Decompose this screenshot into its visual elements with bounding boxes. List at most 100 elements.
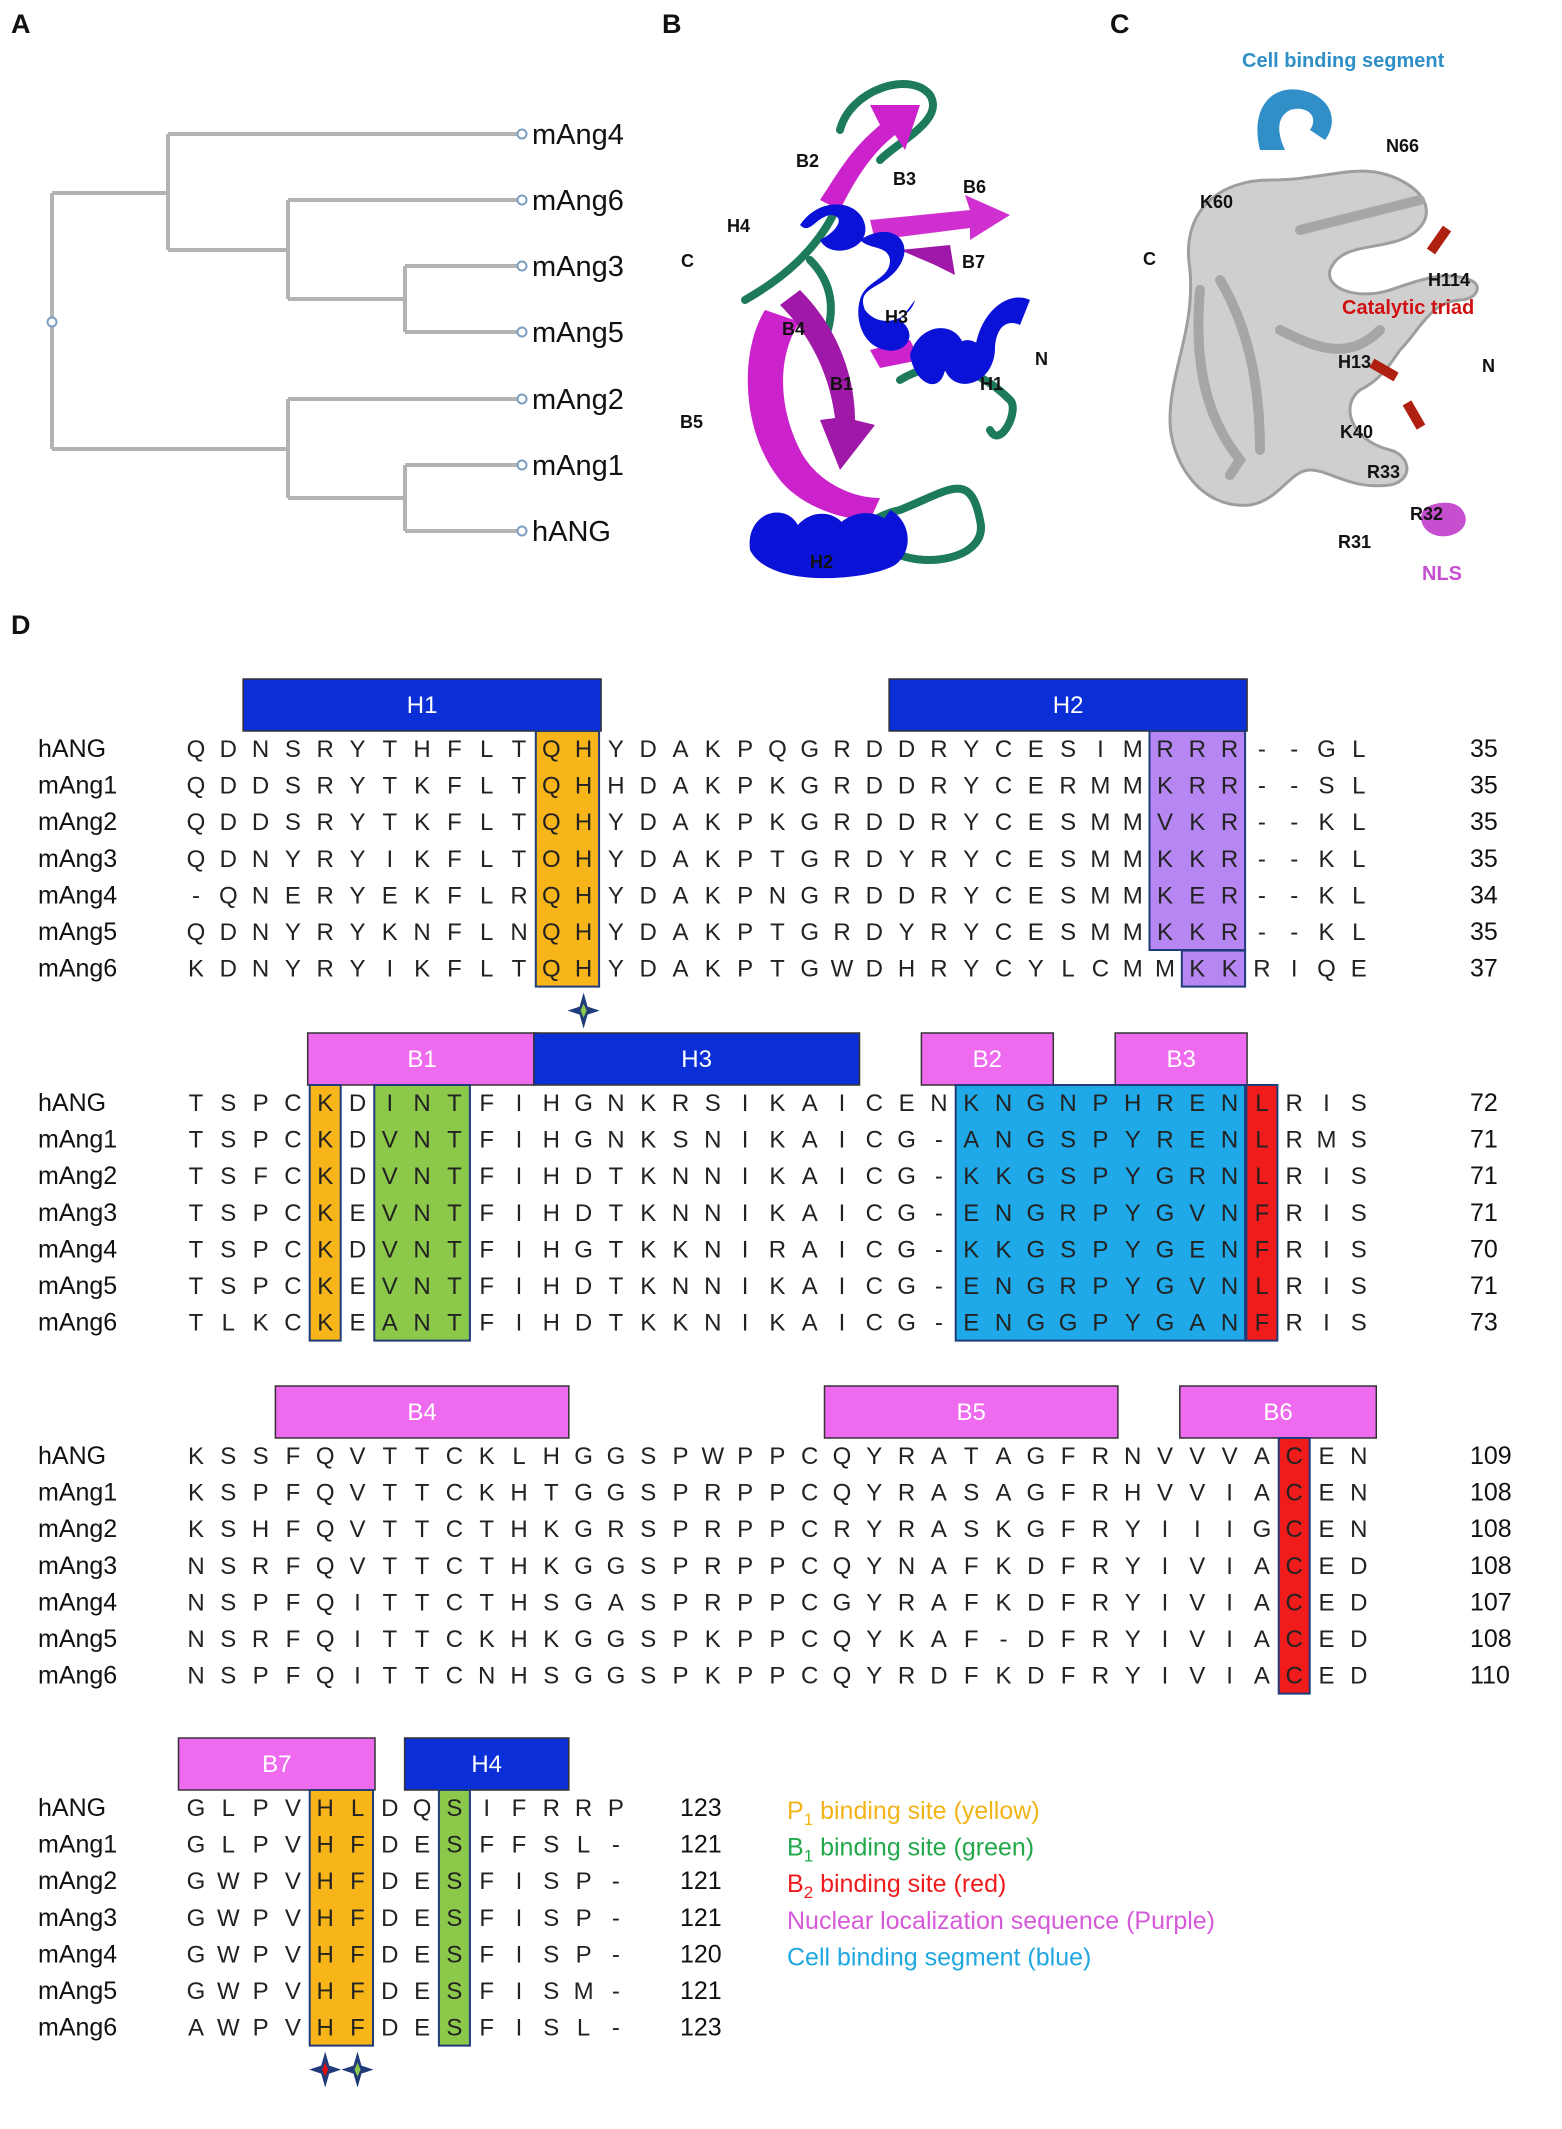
residue: P — [253, 1941, 269, 1968]
residue: D — [898, 736, 915, 763]
residue: T — [189, 1310, 204, 1337]
residue: R — [1156, 1090, 1173, 1117]
sequence-name: mAng6 — [38, 1662, 117, 1690]
structure-b-label: B3 — [893, 169, 916, 189]
residue: Y — [963, 809, 979, 836]
residue: E — [1318, 1663, 1334, 1690]
residue: G — [897, 1236, 916, 1263]
residue: G — [1026, 1273, 1045, 1300]
residue: K — [640, 1236, 656, 1263]
residue-count: 121 — [680, 1831, 722, 1859]
residue: R — [1059, 1200, 1076, 1227]
residue: I — [1226, 1553, 1233, 1580]
residue: P — [737, 1589, 753, 1616]
residue: R — [704, 1480, 721, 1507]
secondary-structure-label: B1 — [407, 1046, 436, 1073]
residue: - — [935, 1127, 943, 1154]
residue: S — [963, 1516, 979, 1543]
residue: T — [415, 1443, 430, 1470]
residue: R — [833, 882, 850, 909]
residue: - — [935, 1200, 943, 1227]
residue: Y — [1125, 1589, 1141, 1616]
residue: N — [704, 1310, 721, 1337]
residue-count: 35 — [1470, 735, 1498, 763]
residue: T — [447, 1310, 462, 1337]
residue: A — [931, 1589, 947, 1616]
residue: I — [354, 1626, 361, 1653]
residue: S — [640, 1553, 656, 1580]
residue: E — [1318, 1626, 1334, 1653]
residue: C — [801, 1516, 818, 1543]
residue: I — [1226, 1589, 1233, 1616]
residue: E — [963, 1310, 979, 1337]
residue: A — [608, 1589, 624, 1616]
strand-b7 — [900, 245, 955, 275]
secondary-structure-bar — [306, 1032, 538, 1086]
residue: L — [1255, 1127, 1268, 1154]
residue-count: 107 — [1470, 1588, 1512, 1616]
sequence-name: mAng5 — [38, 1977, 117, 2005]
residue: - — [612, 1941, 620, 1968]
residue: V — [349, 1553, 365, 1580]
residue: H — [543, 1200, 560, 1227]
residue: S — [220, 1443, 236, 1470]
residue: F — [1061, 1626, 1076, 1653]
residue: P — [672, 1663, 688, 1690]
structure-b-label: B1 — [830, 374, 853, 394]
residue: C — [446, 1553, 463, 1580]
residue: G — [1026, 1310, 1045, 1337]
cell-binding-loop — [1257, 89, 1332, 150]
tree-leaf-node — [516, 525, 528, 537]
residue: P — [1092, 1236, 1108, 1263]
residue: - — [1290, 773, 1298, 800]
residue: R — [317, 919, 334, 946]
secondary-structure-bar — [403, 1737, 570, 1791]
residue: L — [222, 1832, 235, 1859]
residue-count: 71 — [1470, 1199, 1498, 1227]
residue: S — [220, 1516, 236, 1543]
residue: S — [543, 1589, 559, 1616]
residue: P — [672, 1589, 688, 1616]
residue: R — [1092, 1480, 1109, 1507]
residue: N — [672, 1200, 689, 1227]
residue: P — [672, 1553, 688, 1580]
sequence-name: mAng1 — [38, 1126, 117, 1154]
residue: Y — [608, 846, 624, 873]
residue: I — [516, 1200, 523, 1227]
residue: K — [317, 1090, 333, 1117]
residue: W — [701, 1443, 724, 1470]
residue: A — [382, 1310, 398, 1337]
residue: K — [188, 1480, 204, 1507]
binding-site-box — [1180, 949, 1247, 988]
residue: Y — [349, 736, 365, 763]
residue: T — [609, 1200, 624, 1227]
binding-site-box — [534, 730, 601, 988]
residue: F — [479, 1127, 494, 1154]
residue: R — [769, 1236, 786, 1263]
residue: V — [285, 1978, 301, 2005]
residue: S — [220, 1127, 236, 1154]
residue: D — [866, 809, 883, 836]
residue: S — [1060, 882, 1076, 909]
residue: Y — [349, 773, 365, 800]
residue: D — [575, 1200, 592, 1227]
residue: A — [672, 809, 688, 836]
residue: F — [479, 1868, 494, 1895]
residue: L — [1352, 919, 1365, 946]
residue: K — [640, 1090, 656, 1117]
sequence-name: mAng3 — [38, 1552, 117, 1580]
residue: H — [543, 1236, 560, 1263]
residue: Y — [899, 846, 915, 873]
secondary-structure-label: H2 — [1053, 692, 1084, 719]
residue: T — [382, 1553, 397, 1580]
residue: R — [1092, 1516, 1109, 1543]
residue: K — [317, 1127, 333, 1154]
residue: I — [742, 1127, 749, 1154]
residue: A — [931, 1443, 947, 1470]
residue: D — [1027, 1553, 1044, 1580]
panel-letter-c: C — [1110, 9, 1130, 39]
residue: R — [1092, 1443, 1109, 1470]
